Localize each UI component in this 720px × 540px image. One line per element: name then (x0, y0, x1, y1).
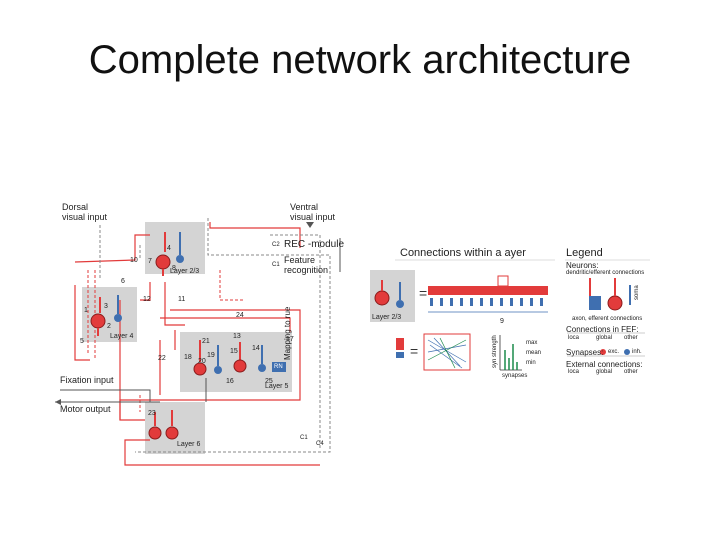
dashed-connections (87, 270, 245, 412)
legend-syn-inh: inh. (632, 349, 642, 355)
legend-ext-local: loca (568, 369, 580, 375)
neurons-layer-6 (148, 410, 179, 440)
num-20: 20 (198, 358, 206, 365)
ventral-line-1: Ventral (290, 202, 319, 212)
layer-6-label: Layer 6 (177, 441, 201, 448)
syn-strength-label: syn strength (492, 335, 498, 368)
marker-c2: C2 (272, 242, 280, 248)
num-18: 18 (184, 354, 192, 361)
rec-module-label: REC -module (284, 239, 345, 250)
connections-panel: = = (370, 259, 555, 371)
num-17: 17 (286, 336, 294, 343)
num-10: 10 (130, 257, 138, 264)
num-11: 11 (178, 296, 186, 303)
legend-title: Legend (566, 247, 603, 259)
num-4: 4 (167, 245, 171, 252)
legend-synapses: Synapses: (566, 348, 604, 357)
legend-dendrite: dendritic/efferent connections (566, 270, 645, 276)
num-16: 16 (226, 378, 234, 385)
layer-4-label: Layer 4 (110, 333, 134, 340)
num-23: 23 (148, 410, 156, 417)
fixation-input-label: Fixation input (60, 375, 114, 385)
legend-panel (565, 259, 650, 357)
feature-line-1: Feature (284, 255, 316, 265)
dorsal-line-1: Dorsal (62, 202, 89, 212)
connections-layer-label: Layer 2/3 (372, 314, 402, 321)
layer-2-3-label: Layer 2/3 (170, 268, 200, 275)
num-9: 9 (500, 318, 504, 325)
num-14: 14 (252, 345, 260, 352)
num-6: 6 (121, 278, 125, 285)
legend-ext-global: global (596, 369, 613, 375)
marker-c1: C1 (272, 262, 280, 268)
layer-5-label: Layer 5 (265, 383, 289, 390)
level-mean: mean (526, 350, 542, 356)
num-5: 5 (80, 338, 84, 345)
legend-syn-exc: exc. (608, 349, 620, 355)
neurons-layer-4 (90, 295, 122, 336)
neurons-layer-5 (193, 340, 286, 376)
ventral-input-label: Ventral visual input (290, 202, 335, 222)
num-12: 12 (143, 296, 151, 303)
dorsal-input-label: Dorsal visual input (62, 202, 107, 222)
level-max: max (526, 340, 538, 346)
num-7: 7 (148, 258, 152, 265)
legend-axon: axon, efferent connections (572, 316, 643, 322)
layer-4-box (82, 287, 137, 342)
legend-fef-local: loca (568, 335, 580, 341)
dorsal-line-2: visual input (62, 212, 108, 222)
num-19: 19 (207, 352, 215, 359)
legend-conn-fef: Connections in FEF: (566, 325, 639, 334)
legend-fef-global: global (596, 335, 613, 341)
feature-recognition-label: Feature recognition (284, 255, 328, 275)
layer-2-3-box (145, 222, 205, 274)
motor-output-label: Motor output (60, 404, 111, 414)
num-8: 8 (172, 265, 176, 272)
num-3: 3 (104, 303, 108, 310)
synapses-label: synapses (502, 373, 528, 379)
inhibitory-row (430, 298, 543, 306)
marker-c4: C4 (316, 441, 324, 447)
svg-text:=: = (410, 343, 418, 359)
num-1: 1 (84, 307, 88, 314)
connections-title: Connections within a ayer (400, 247, 526, 259)
level-min: min (526, 360, 536, 366)
num-13: 13 (233, 333, 241, 340)
legend-fef-other: other (624, 335, 638, 341)
num-24: 24 (236, 312, 244, 319)
legend-external: External connections: (566, 360, 643, 369)
num-2: 2 (107, 323, 111, 330)
marker-c1-low: C1 (300, 435, 308, 441)
num-21: 21 (202, 338, 210, 345)
svg-text:=: = (419, 285, 427, 301)
slide-title: Complete network architecture (88, 38, 632, 82)
legend-neurons: Neurons: (566, 261, 599, 270)
num-15: 15 (230, 348, 238, 355)
num-25: 25 (265, 378, 273, 385)
legend-ext-other: other (624, 369, 638, 375)
legend-soma: soma (634, 285, 640, 300)
feature-line-2: recognition (284, 265, 329, 275)
ventral-line-2: visual input (290, 212, 336, 222)
mapping-label: Mapping to rue (283, 306, 292, 360)
marker-rn: RN (274, 364, 283, 370)
io-arrows (55, 238, 341, 403)
excitatory-connections (74, 222, 320, 466)
num-22: 22 (158, 355, 166, 362)
external-connections (99, 218, 331, 453)
neurons-layer-2-3 (155, 232, 184, 276)
